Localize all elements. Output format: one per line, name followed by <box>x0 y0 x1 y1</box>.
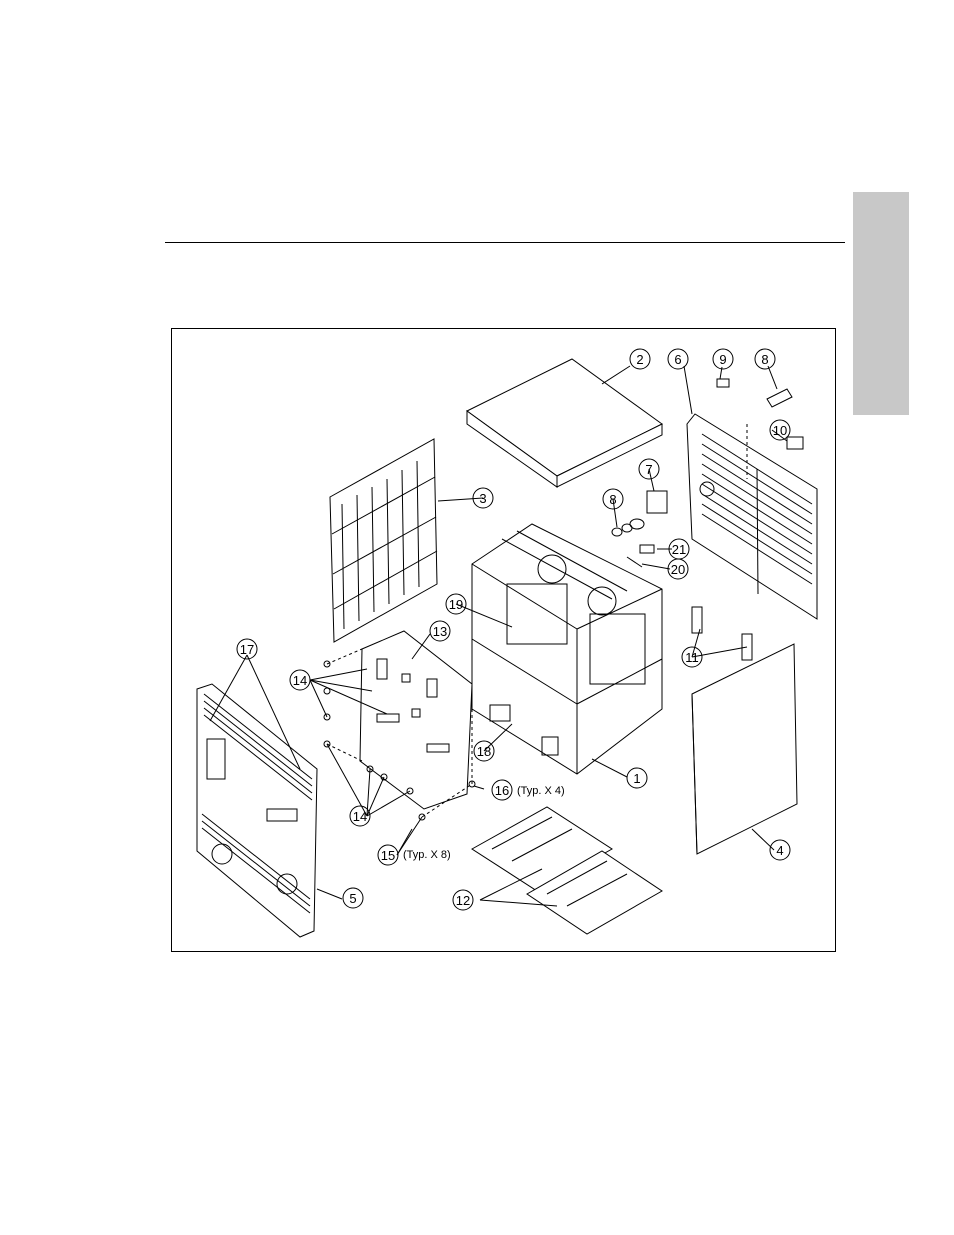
callout-14-upper: 14 <box>293 673 307 688</box>
callout-14-lower: 14 <box>353 809 367 824</box>
exploded-view-figure: 2 6 9 8 10 7 8 3 21 20 19 13 17 14 11 18… <box>171 328 836 952</box>
callout-2: 2 <box>636 352 643 367</box>
rear-panel <box>196 683 318 938</box>
callout-13: 13 <box>433 624 447 639</box>
callout-15: 15 <box>381 848 395 863</box>
side-cover-right <box>686 413 818 620</box>
top-cover <box>466 358 663 488</box>
callout-11: 11 <box>685 650 699 665</box>
callout-18: 18 <box>477 744 491 759</box>
callout-8-mid: 8 <box>609 492 616 507</box>
flat-panel <box>691 643 798 855</box>
backplane-board <box>359 630 473 810</box>
small-parts <box>489 378 804 756</box>
exploded-view-drawing: 2 6 9 8 10 7 8 3 21 20 19 13 17 14 11 18… <box>196 348 818 938</box>
section-tab <box>853 192 909 415</box>
callout-5: 5 <box>349 891 356 906</box>
callout-17: 17 <box>240 642 254 657</box>
callout-7: 7 <box>645 462 652 477</box>
side-panel-left <box>329 438 438 643</box>
note-typ-x4: (Typ. X 4) <box>517 785 565 797</box>
callout-circles <box>236 348 791 911</box>
callout-20: 20 <box>671 562 685 577</box>
header-rule <box>165 242 845 243</box>
callout-12: 12 <box>456 893 470 908</box>
note-typ-x8: (Typ. X 8) <box>403 849 451 861</box>
alignment-lines <box>326 424 748 818</box>
leader-lines <box>209 365 788 907</box>
trays <box>471 806 663 935</box>
callout-16: 16 <box>495 783 509 798</box>
main-chassis <box>471 523 663 775</box>
callout-19: 19 <box>449 597 463 612</box>
callout-4: 4 <box>776 843 783 858</box>
callout-21: 21 <box>672 542 686 557</box>
callout-10: 10 <box>773 423 787 438</box>
callout-1: 1 <box>633 771 640 786</box>
callout-3: 3 <box>479 491 486 506</box>
callout-9: 9 <box>719 352 726 367</box>
callout-8-top: 8 <box>761 352 768 367</box>
callout-6: 6 <box>674 352 681 367</box>
